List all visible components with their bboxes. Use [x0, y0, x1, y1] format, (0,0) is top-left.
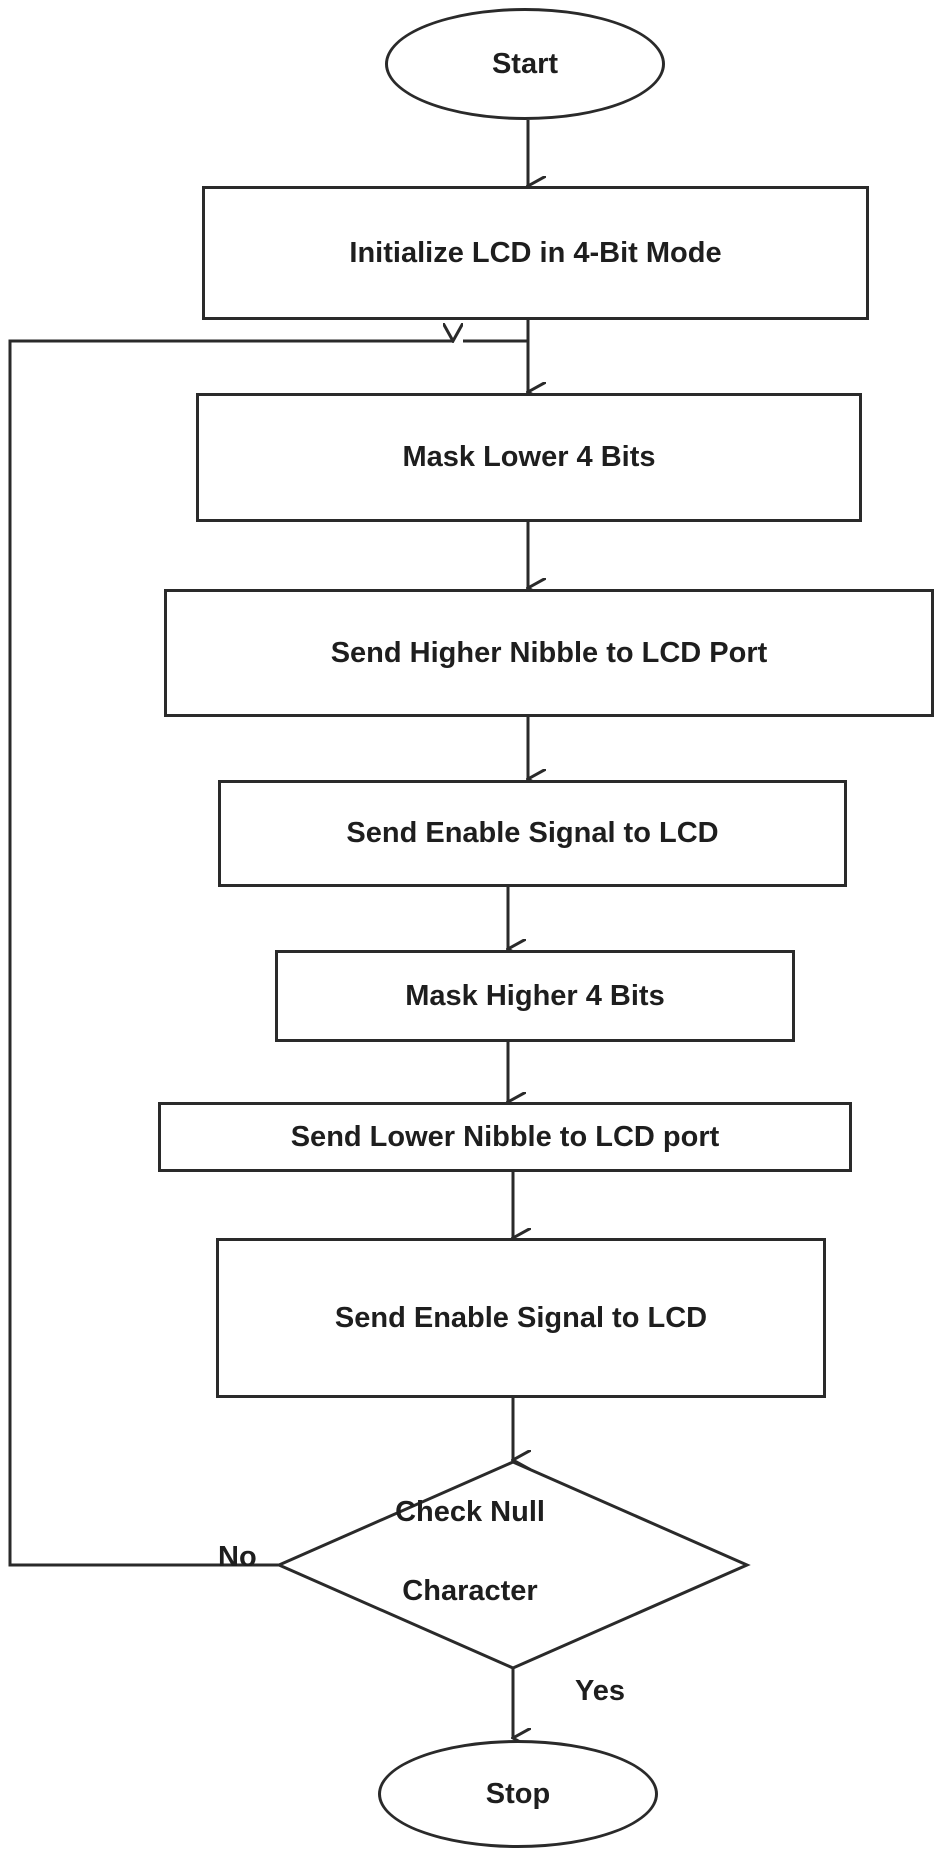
step-send-enable-1-label: Send Enable Signal to LCD	[346, 817, 719, 849]
step-send-lower-nibble-label: Send Lower Nibble to LCD port	[290, 1120, 720, 1153]
step-mask-higher-bits: Mask Higher 4 Bits	[275, 950, 795, 1042]
step-initialize-lcd-label: Initialize LCD in 4-Bit Mode	[349, 236, 722, 269]
stop-label: Stop	[485, 1777, 551, 1810]
yes-label: Yes	[575, 1675, 625, 1707]
start-terminal: Start	[385, 8, 665, 120]
step-mask-lower-bits: Mask Lower 4 Bits	[196, 393, 862, 522]
step-send-enable-2-label: Send Enable Signal to LCD	[334, 1301, 708, 1334]
step-send-enable-1: Send Enable Signal to LCD	[218, 780, 847, 887]
decision-line-2: Character	[402, 1575, 538, 1607]
step-mask-lower-bits-label: Mask Lower 4 Bits	[402, 441, 656, 473]
loop-back-line	[8, 341, 453, 1567]
no-label: No	[218, 1541, 257, 1573]
step-initialize-lcd: Initialize LCD in 4-Bit Mode	[202, 186, 869, 320]
start-label: Start	[491, 47, 559, 80]
step-send-enable-2: Send Enable Signal to LCD	[216, 1238, 826, 1398]
step-send-higher-nibble-label: Send Higher Nibble to LCD Port	[330, 636, 768, 669]
step-send-lower-nibble: Send Lower Nibble to LCD port	[158, 1102, 852, 1172]
step-send-higher-nibble: Send Higher Nibble to LCD Port	[164, 589, 934, 717]
decision-diamond	[275, 1460, 751, 1670]
decision-line-1: Check Null	[395, 1496, 545, 1528]
stop-terminal: Stop	[378, 1740, 658, 1848]
step-mask-higher-bits-label: Mask Higher 4 Bits	[405, 979, 665, 1012]
